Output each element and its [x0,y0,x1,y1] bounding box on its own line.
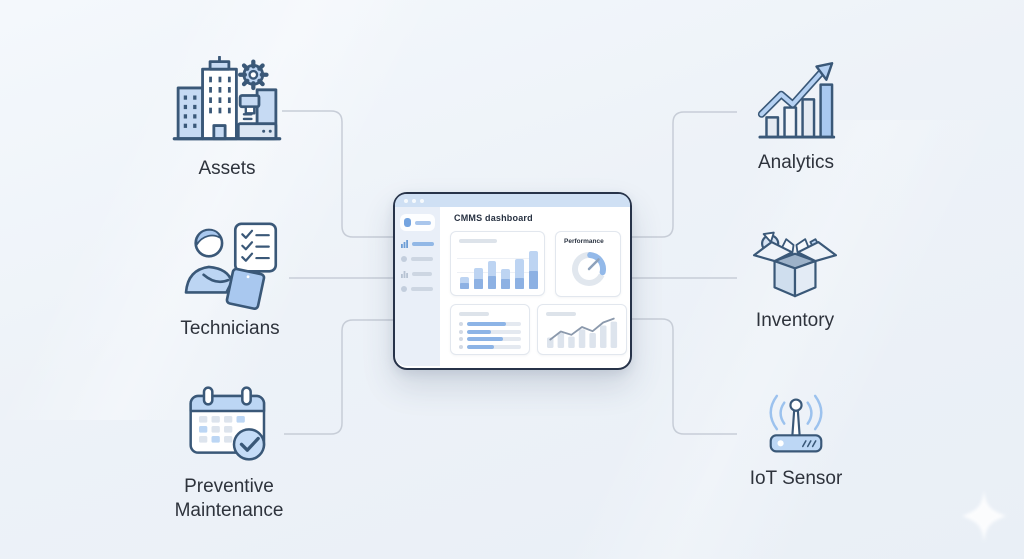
window-titlebar [395,194,630,207]
circle-icon [401,286,407,292]
circle-icon [401,256,407,262]
progress-list [459,322,521,352]
mini-bar [501,269,511,289]
sidebar-item [401,256,434,262]
node-analytics: Analytics [721,58,871,175]
dashboard-title: CMMS dashboard [454,213,533,223]
node-label-technicians: Technicians [180,318,280,339]
window-dot [420,198,424,203]
progress-fill [467,322,506,326]
progress-track [467,329,521,334]
technicians-icon [184,222,278,310]
node-technicians: Technicians [155,222,305,341]
mini-bar [529,251,538,289]
row-bullet-icon [459,337,463,341]
mini-bar [487,261,497,289]
sidebar-item-label-placeholder [411,257,433,261]
row-bullet-icon [459,329,463,334]
row-bullet-icon [459,322,463,326]
connector-assets [282,110,394,238]
gridline [457,272,538,273]
gauge-needle [587,258,600,271]
mini-bar [473,268,483,289]
mini-bar [460,277,469,289]
node-label-preventive-maintenance: Preventive Maintenance [174,476,284,521]
task-list-card [450,304,530,355]
inventory-icon [752,231,838,298]
node-label-assets: Assets [198,158,256,179]
progress-row [459,337,521,341]
connector-iot-sensor [631,318,737,435]
mini-line-chart [547,317,618,348]
progress-row [459,322,521,326]
node-label-analytics: Analytics [757,152,835,173]
connector-analytics [631,111,737,238]
node-preventive-maintenance: Preventive Maintenance [154,384,304,523]
performance-card: Performance [555,231,621,297]
sidebar-active-label-placeholder [415,220,431,225]
row-bullet-icon [459,344,463,349]
dashboard-sidebar [395,207,440,366]
sidebar-item [401,286,434,292]
analytics-icon [757,62,836,139]
sidebar-item [401,240,434,248]
progress-fill [467,344,494,349]
node-label-inventory: Inventory [755,310,835,331]
bar-chart-card [450,231,545,296]
sidebar-item-label-placeholder [411,242,434,246]
progress-track [467,337,521,341]
assets-icon [172,56,282,141]
node-label-iot-sensor: IoT Sensor [749,468,843,489]
sparkle-icon [962,490,1006,542]
performance-card-title: Performance [564,238,604,245]
sidebar-active-item [400,214,435,231]
progress-track [467,344,521,349]
progress-track [467,322,521,326]
card-title-placeholder [546,312,576,316]
iot-sensor-icon [769,394,823,453]
connector-preventive-maintenance [284,319,394,435]
gauge-value-arc [572,252,606,286]
bar-chart-icon [401,271,408,278]
window-dot [404,198,408,203]
node-iot-sensor: IoT Sensor [721,386,871,491]
progress-fill [467,337,503,341]
mini-bar-chart [460,249,538,289]
progress-fill [467,329,492,334]
progress-row [459,329,521,334]
window-dot [412,198,416,203]
sidebar-item-label-placeholder [411,287,433,291]
gridline [457,258,538,259]
dashboard-main-area: CMMS dashboard Performance [440,207,630,366]
bar-chart-icon [401,240,408,248]
cmms-dashboard-window: CMMS dashboard Performance [393,192,632,370]
preventive-maintenance-icon [189,386,266,461]
trend-chart-card [537,304,627,355]
sidebar-item [401,270,434,278]
mini-bar [515,259,525,289]
sidebar-item-label-placeholder [412,272,432,276]
performance-gauge [572,252,606,286]
card-title-placeholder [459,312,489,316]
node-inventory: Inventory [720,226,870,333]
node-assets: Assets [152,56,302,181]
progress-row [459,344,521,349]
card-title-placeholder [459,239,497,243]
sidebar-logo-icon [404,218,412,227]
